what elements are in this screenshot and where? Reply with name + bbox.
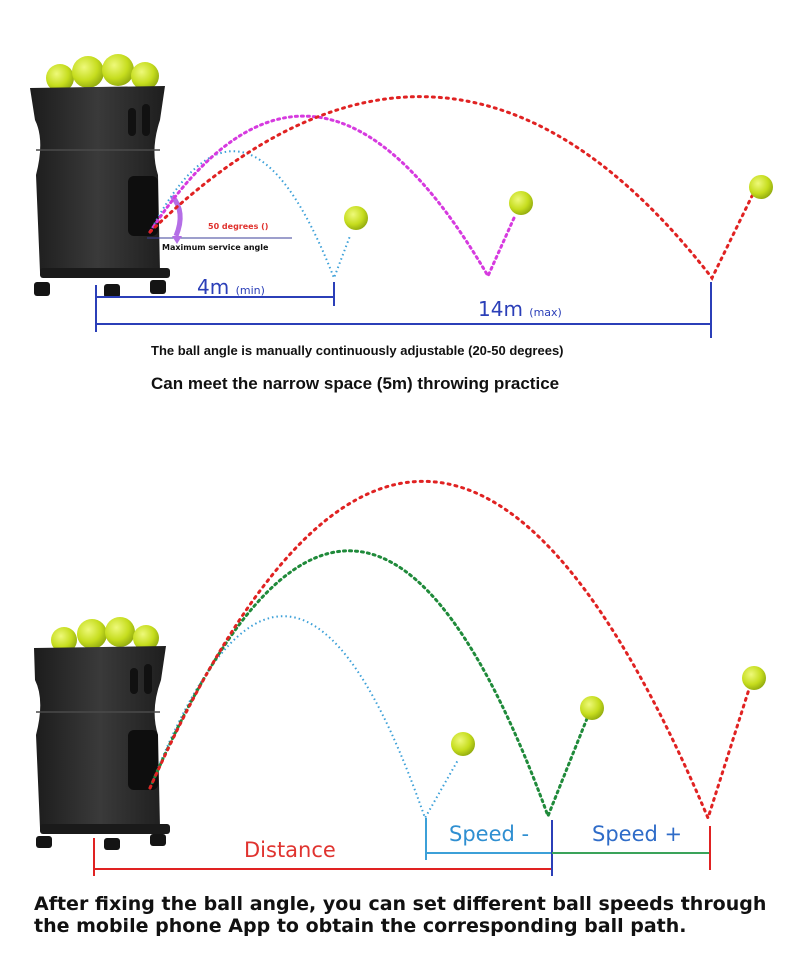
ball-machine-top [30,54,170,298]
caption-speed-app: After fixing the ball angle, you can set… [34,893,767,937]
distance-label: Distance [244,838,336,862]
measure-speed-minus [425,818,552,860]
tennis-ball [742,666,766,690]
trajectory-magenta-top [148,114,516,280]
speed-plus-label: Speed + [592,822,683,846]
caption-narrow-space: Can meet the narrow space (5m) throwing … [151,374,560,393]
trajectory-red-top [148,95,754,281]
max-angle-caption: Maximum service angle [162,243,269,252]
trajectory-blue-bottom [149,615,459,821]
measure-speed-plus [552,826,711,870]
trajectory-green-bottom [148,549,590,821]
min-distance-unit: (min) [235,284,265,297]
max-distance-label: 14m (max) [478,297,562,321]
tennis-ball [451,732,475,756]
min-distance-label: 4m (min) [197,275,265,299]
max-distance-value: 14m [478,297,523,321]
tennis-ball [344,206,368,230]
ball-machine-bottom [34,617,170,850]
tennis-ball [580,696,604,720]
speed-minus-label: Speed - [449,822,530,846]
angle-indicator [147,194,292,244]
min-distance-value: 4m [197,275,230,299]
max-distance-unit: (max) [529,306,562,319]
max-angle-value-label: 50 degrees () [208,222,269,231]
tennis-ball [509,191,533,215]
trajectory-red-bottom [148,480,752,823]
measure-4m [95,282,335,306]
measure-14m [95,282,712,338]
tennis-ball [749,175,773,199]
measure-distance [93,838,552,876]
caption-angle-adjustable: The ball angle is manually continuously … [151,343,564,358]
